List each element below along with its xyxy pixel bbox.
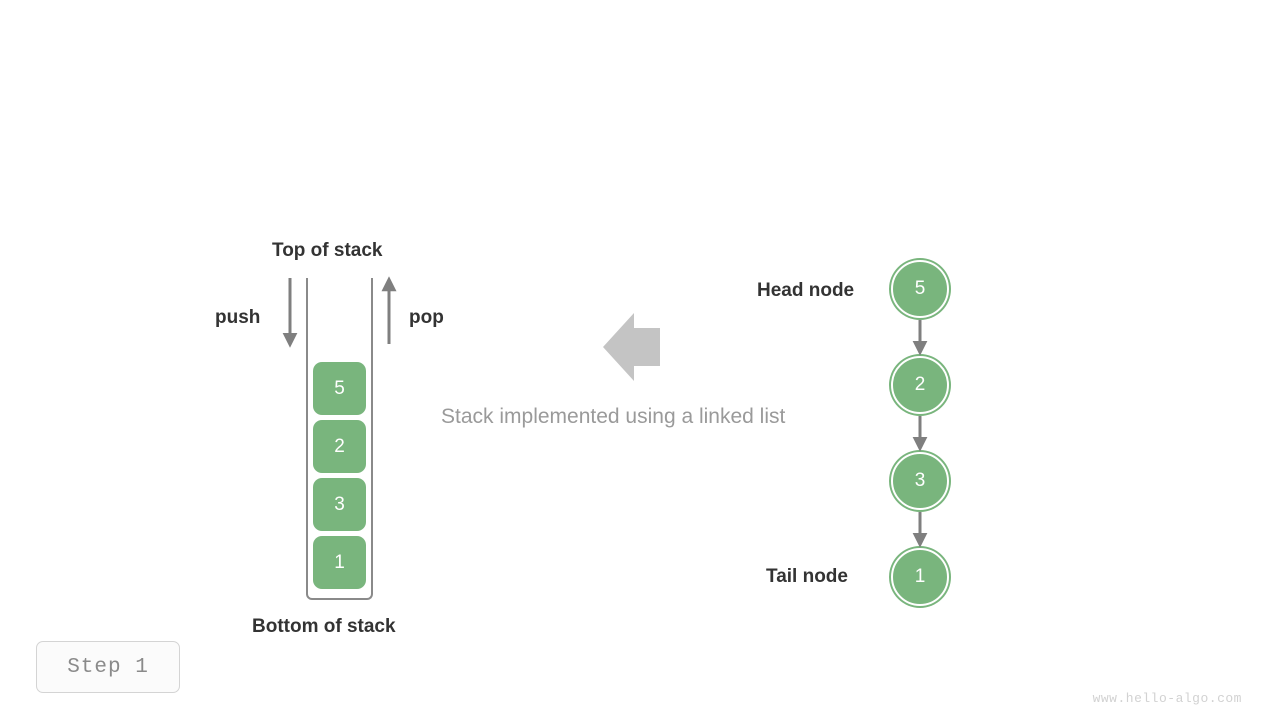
linked-list-node: 2 [891,356,949,414]
diagram-caption: Stack implemented using a linked list [441,405,786,428]
stack-cell: 5 [313,362,366,415]
stack-bottom-label: Bottom of stack [252,616,396,637]
stack-cell-value: 1 [334,551,345,573]
step-badge: Step 1 [36,641,180,693]
linked-list-node: 1 [891,548,949,606]
stack-cell: 3 [313,478,366,531]
head-node-label: Head node [757,280,855,301]
arrow-left-icon [603,313,660,381]
linked-list-node: 5 [891,260,949,318]
push-label: push [215,307,261,328]
stack-cell-list: 5 2 3 1 [313,362,366,589]
watermark: www.hello-algo.com [1092,691,1242,706]
stack-cell-value: 5 [334,377,345,399]
stack-container [306,278,373,600]
linked-list-node-value: 1 [914,566,926,587]
linked-list-node: 3 [891,452,949,510]
stack-top-label: Top of stack [272,240,383,261]
stack-cell-value: 2 [334,435,345,457]
stack-cell-value: 3 [334,493,345,515]
linked-list-node-value: 3 [914,470,926,491]
linked-list-node-value: 2 [914,374,926,395]
stack-cell: 1 [313,536,366,589]
tail-node-label: Tail node [766,566,848,587]
pop-label: pop [409,307,444,328]
linked-list-node-value: 5 [914,278,926,299]
stack-cell: 2 [313,420,366,473]
